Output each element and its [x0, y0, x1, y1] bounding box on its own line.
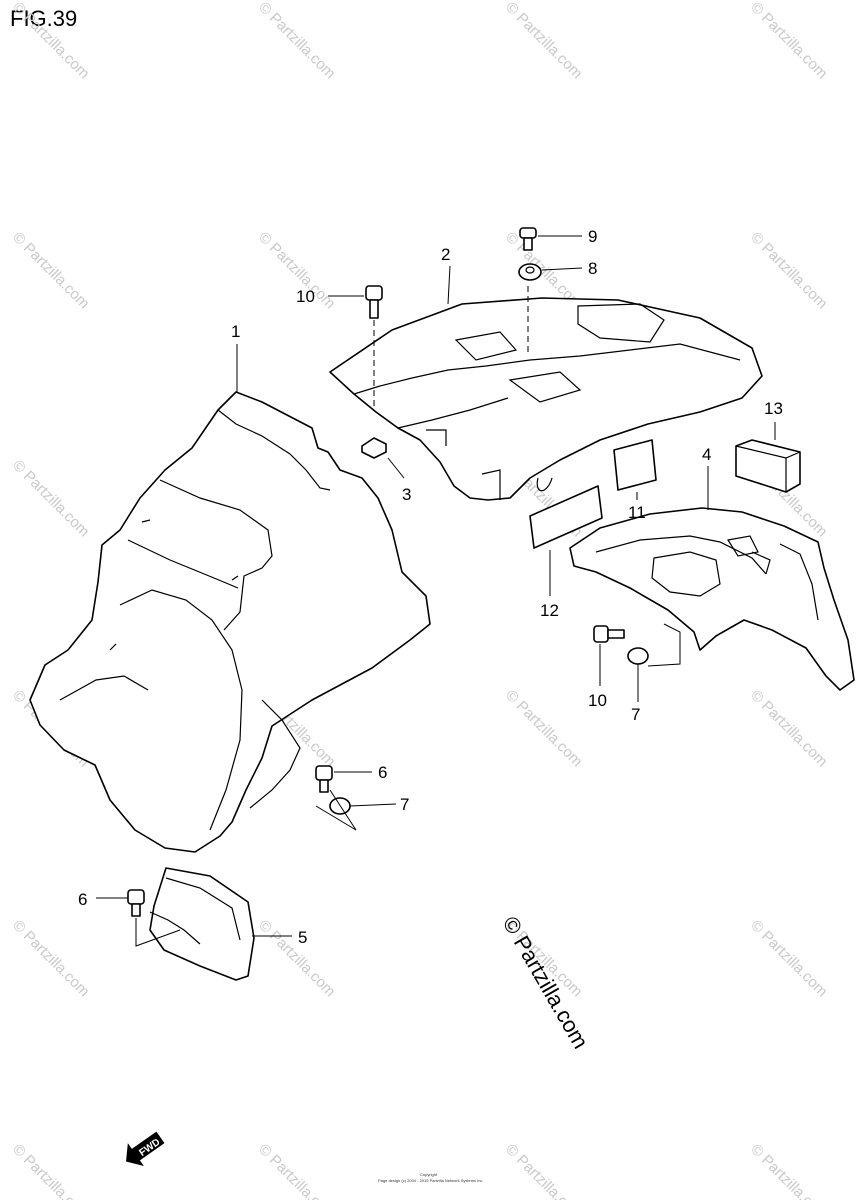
callout-1: 1: [231, 322, 240, 341]
watermark: © Partzilla.com: [255, 1141, 338, 1200]
watermark: © Partzilla.com: [255, 917, 338, 1000]
callout-6-lower: 6: [78, 890, 87, 909]
callout-13: 13: [764, 399, 783, 418]
watermark: © Partzilla.com: [502, 687, 585, 770]
part-12-plate: [529, 485, 603, 549]
bolt-10-lower: [593, 625, 625, 643]
watermark: © Partzilla.com: [747, 917, 830, 1000]
watermark: © Partzilla.com: [747, 1141, 830, 1200]
watermark: © Partzilla.com: [502, 0, 585, 82]
part-1-inner-fender: [29, 391, 431, 853]
watermark: © Partzilla.com: [747, 229, 830, 312]
callout-6-middle: 6: [378, 763, 387, 782]
callout-3: 3: [402, 485, 411, 504]
bolt-6-middle: [315, 765, 333, 793]
fwd-badge: FWD: [126, 1131, 165, 1167]
callout-10-lower: 10: [588, 691, 607, 710]
callouts: 9 8 10 2 1 3 13 4 11 12 10 7 6 7 6 5: [78, 227, 783, 947]
watermark: © Partzilla.com: [255, 0, 338, 82]
copyright-line-2: Page design (c) 2004 - 2019 Partzilla Ne…: [378, 1178, 483, 1183]
callout-8: 8: [588, 259, 597, 278]
callout-2: 2: [441, 245, 450, 264]
bolt-6-lower: [127, 889, 145, 917]
callout-10-upper: 10: [296, 287, 315, 306]
nut-8: [518, 263, 542, 281]
watermark: © Partzilla.com: [9, 1141, 92, 1200]
part-2-rear-fender: [329, 297, 763, 501]
watermark: © Partzilla.com: [9, 917, 92, 1000]
callout-5: 5: [298, 928, 307, 947]
watermark: © Partzilla.com: [9, 457, 92, 540]
leader-lines: [96, 235, 776, 937]
nut-7-lower: [627, 647, 649, 665]
callout-4: 4: [702, 445, 711, 464]
callout-12: 12: [540, 601, 559, 620]
watermark: © Partzilla.com: [9, 0, 92, 82]
part-3-clip-nut: [361, 437, 387, 459]
copyright-line-1: Copyright: [420, 1172, 438, 1177]
callout-11: 11: [628, 503, 646, 522]
bolt-10-upper: [365, 285, 383, 319]
watermark: © Partzilla.com: [502, 1141, 585, 1200]
callout-9: 9: [588, 227, 597, 246]
part-11-reflector: [613, 439, 657, 491]
part-13-block: [735, 439, 801, 493]
watermark: © Partzilla.com: [9, 229, 92, 312]
assembly-lines: [135, 286, 681, 947]
part-5-mud-flap: [149, 867, 255, 981]
watermark: © Partzilla.com: [747, 0, 830, 82]
callout-7-lower: 7: [631, 705, 640, 724]
part-4-rear-bracket: [569, 507, 855, 691]
figure-title: FIG.39: [10, 6, 78, 31]
callout-7-middle: 7: [400, 795, 409, 814]
watermark: © Partzilla.com: [747, 687, 830, 770]
bolt-9: [519, 227, 537, 251]
